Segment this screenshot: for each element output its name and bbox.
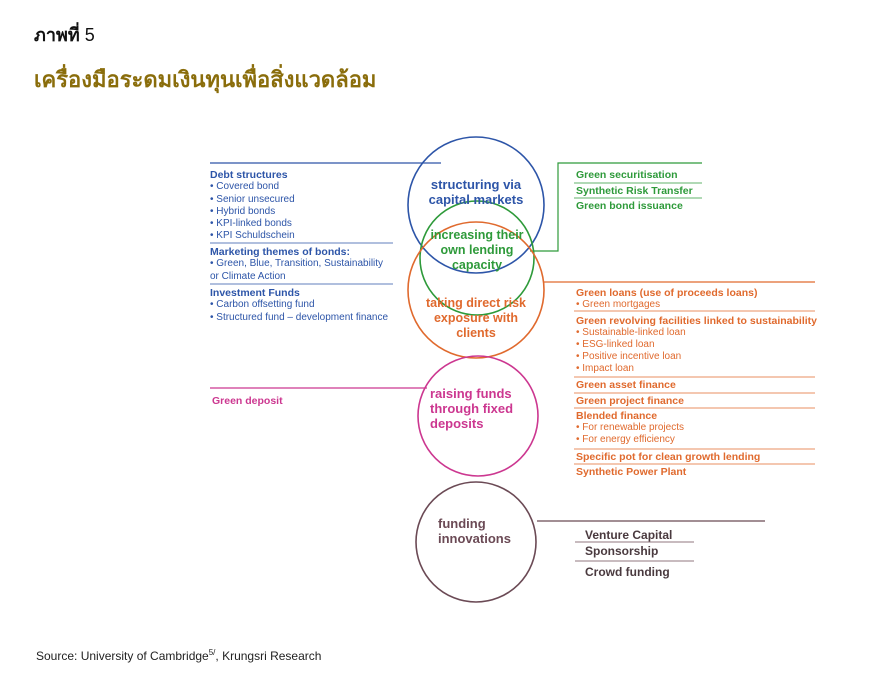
list-item: • Sustainable-linked loan [576,327,686,338]
circle-fixed-deposits [417,355,539,477]
list-item: KPI Schuldschein [210,230,400,242]
funding-item: Crowd funding [585,565,670,579]
figure-title: เครื่องมือระดมเงินทุนเพื่อสิ่งแวดล้อม [34,67,377,92]
label-fixed-deposits: raising funds through fixed deposits [430,386,514,431]
circle-own-lending [419,200,535,316]
green-item: Green bond issuance [576,200,683,212]
circle-funding-innovations [415,481,537,603]
list-item: • Impact loan [576,363,634,374]
list-item: • For energy efficiency [576,434,675,445]
label-capital-markets: structuring via capital markets [428,177,524,207]
list-item: • Green mortgages [576,299,661,310]
list-item: Covered bond [210,181,400,193]
figure-number: 5 [84,25,95,45]
list-item: Green, Blue, Transition, Sustainability … [210,258,390,283]
funding-item: Sponsorship [585,544,659,558]
list-item: Senior unsecured [210,194,400,206]
list-item: • Positive incentive loan [576,351,682,362]
list-item: • ESG-linked loan [576,339,655,350]
specific-pot: Specific pot for clean growth lending [576,451,761,463]
label-funding-innovations: funding innovations [438,516,511,546]
funds-block: Investment Funds Carbon offsetting fund … [210,287,400,324]
green-connector-line [530,162,702,252]
green-item: Synthetic Risk Transfer [576,185,693,197]
funds-heading: Investment Funds [210,287,300,299]
loans-heading: Green loans (use of proceeds loans) [576,287,758,299]
list-item: Carbon offsetting fund [210,299,400,311]
label-own-lending: increasing their own lending capacity [430,228,524,272]
blended-heading: Blended finance [576,410,658,422]
list-item: Hybrid bonds [210,206,400,218]
funding-item: Venture Capital [585,528,673,542]
green-deposit-label: Green deposit [212,395,283,407]
list-item: Structured fund – development finance [210,312,400,324]
circle-capital-markets [407,136,545,274]
revolving-heading: Green revolving facilities linked to sus… [576,315,817,327]
themes-block: Marketing themes of bonds: Green, Blue, … [210,246,390,283]
list-item: KPI-linked bonds [210,218,400,230]
figure-label: ภาพที่ 5 [34,25,95,45]
green-item: Green securitisation [576,169,678,181]
debt-structures-block: Debt structures Covered bond Senior unse… [210,169,400,243]
project-finance: Green project finance [576,395,684,407]
synthetic-power: Synthetic Power Plant [576,466,687,478]
circle-direct-risk [407,221,545,359]
debt-heading: Debt structures [210,169,288,181]
list-item: • For renewable projects [576,422,684,433]
themes-heading: Marketing themes of bonds: [210,246,351,258]
asset-finance: Green asset finance [576,379,676,391]
label-direct-risk: taking direct risk exposure with clients [425,296,527,340]
source-note: Source: University of Cambridge5/, Krung… [36,648,322,663]
